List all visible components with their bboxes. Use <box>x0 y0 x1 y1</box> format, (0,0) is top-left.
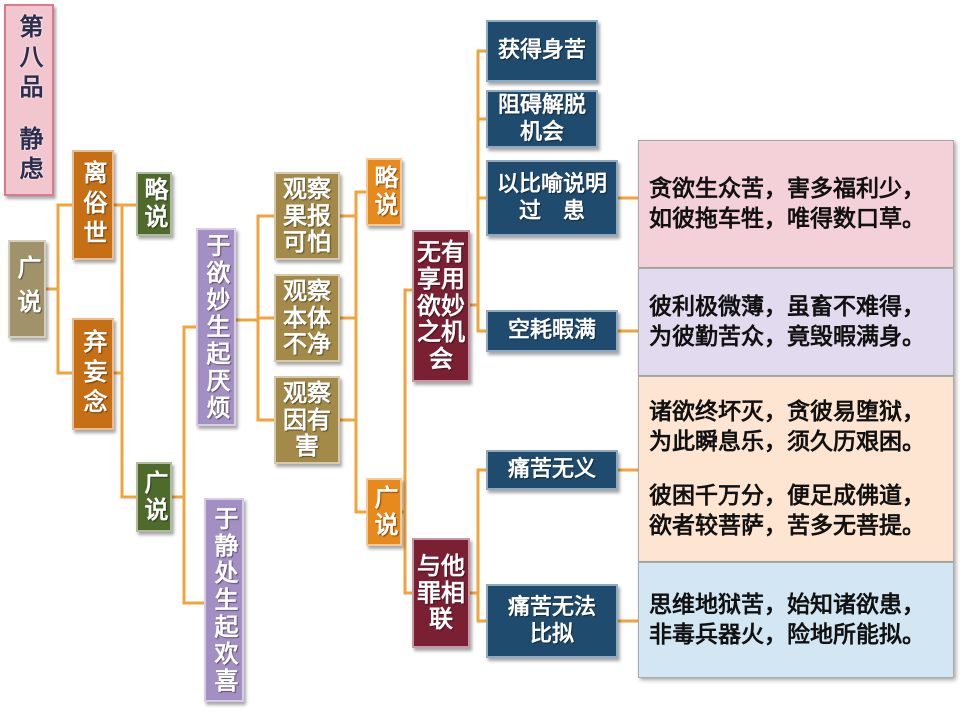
verse-line: 彼困千万分，便足成佛道， <box>649 483 925 509</box>
fault-label-line: 比拟 <box>529 622 574 647</box>
verse-stanza: 思维地狱苦，始知诸欲患， 非毒兵器火，险地所能拟。 <box>649 590 953 650</box>
verse-stanza: 彼利极微薄，虽畜不难得， 为彼勤苦众，竟毁暇满身。 <box>649 292 953 352</box>
verse-line: 贪欲生众苦，害多福利少， <box>649 176 925 202</box>
node-abandon-thoughts: 弃妄念 <box>72 318 114 430</box>
node-observe-cause: 观察因有害 <box>274 376 340 464</box>
node-label: 略说 <box>140 177 168 231</box>
verse-stanza: 贪欲生众苦，害多福利少， 如彼拖车牲，唯得数口草。 <box>649 174 953 234</box>
verse-line: 诸欲终坏灭，贪彼易堕狱， <box>649 399 925 425</box>
fault-label-line: 痛苦无法 <box>507 594 596 620</box>
node-label: 与他罪相联 <box>416 551 465 634</box>
fault-bodily-suffering: 获得身苦 <box>486 20 598 82</box>
verse-stanza: 彼困千万分，便足成佛道， 欲者较菩萨，苦多无菩提。 <box>649 481 953 541</box>
node-label: 于静处生起欢喜 <box>210 505 238 695</box>
node-brief-1: 略说 <box>136 172 172 236</box>
node-label: 广说 <box>140 470 168 524</box>
fault-wasted-leisure: 空耗暇满 <box>486 310 618 352</box>
fault-label: 获得身苦 <box>497 38 586 64</box>
fault-label-line: 机会 <box>519 120 564 145</box>
node-extensive-2: 广说 <box>366 478 402 546</box>
node-linked-misdeeds: 与他罪相联 <box>412 538 470 648</box>
node-label: 弃妄念 <box>79 329 107 419</box>
fault-label: 痛苦无义 <box>507 457 596 483</box>
root-node-label: 广说 <box>13 255 41 323</box>
node-brief-2: 略说 <box>366 158 402 226</box>
verse-line: 非毒兵器火，险地所能拟。 <box>649 622 925 648</box>
node-joy-in-solitude: 于静处生起欢喜 <box>204 498 244 702</box>
verse-line: 彼利极微薄，虽畜不难得， <box>649 294 925 320</box>
fault-label-line: 过 患 <box>518 199 585 224</box>
fault-meaningless-suffering: 痛苦无义 <box>486 450 618 490</box>
verse-stanza: 诸欲终坏灭，贪彼易堕狱， 为此瞬息乐，须久历艰困。 <box>649 397 953 457</box>
verse-box-greed: 贪欲生众苦，害多福利少， 如彼拖车牲，唯得数口草。 <box>638 140 954 268</box>
node-label: 观察因有害 <box>282 378 331 461</box>
fault-illustrated-by-analogy: 以比喻说明 过 患 <box>486 160 618 236</box>
node-observe-nature: 观察本体不净 <box>274 274 340 362</box>
node-extensive-1: 广说 <box>136 462 172 532</box>
fault-label-line: 阻碍解脱 <box>497 92 586 118</box>
fault-incomparable-suffering: 痛苦无法 比拟 <box>486 584 618 658</box>
node-label: 无有享用欲妙之机会 <box>416 237 465 374</box>
node-no-chance: 无有享用欲妙之机会 <box>412 230 470 382</box>
fault-label-line: 以比喻说明 <box>496 171 607 197</box>
node-label: 于欲妙生起厌烦 <box>202 232 230 422</box>
node-detach-world: 离俗世 <box>72 150 114 260</box>
fault-label: 空耗暇满 <box>507 318 596 344</box>
verse-line: 欲者较菩萨，苦多无菩提。 <box>649 513 925 539</box>
verse-box-meaningless: 诸欲终坏灭，贪彼易堕狱， 为此瞬息乐，须久历艰困。 彼困千万分，便足成佛道， 欲… <box>638 376 954 562</box>
verse-box-hell: 思维地狱苦，始知诸欲患， 非毒兵器火，险地所能拟。 <box>638 562 954 678</box>
node-observe-results: 观察果报可怕 <box>274 172 340 260</box>
node-label: 广说 <box>370 485 398 539</box>
node-label: 观察果报可怕 <box>282 174 331 257</box>
verse-line: 思维地狱苦，始知诸欲患， <box>649 592 925 618</box>
node-label: 略说 <box>370 165 398 219</box>
chapter-number: 第八品 <box>15 14 43 104</box>
fault-obstruct-liberation: 阻碍解脱 机会 <box>486 90 598 148</box>
verse-box-meager-benefit: 彼利极微薄，虽畜不难得， 为彼勤苦众，竟毁暇满身。 <box>638 268 954 376</box>
verse-line: 如彼拖车牲，唯得数口草。 <box>649 206 925 232</box>
chapter-topic: 静虑 <box>15 126 43 186</box>
node-label: 观察本体不净 <box>282 276 331 359</box>
verse-line: 为此瞬息乐，须久历艰困。 <box>649 429 925 455</box>
chapter-title-box: 第八品 静虑 <box>4 4 54 196</box>
verse-line: 为彼勤苦众，竟毁暇满身。 <box>649 324 925 350</box>
root-node-extensive: 广说 <box>8 240 46 338</box>
node-label: 离俗世 <box>79 160 107 250</box>
node-weary-of-desires: 于欲妙生起厌烦 <box>196 228 236 426</box>
